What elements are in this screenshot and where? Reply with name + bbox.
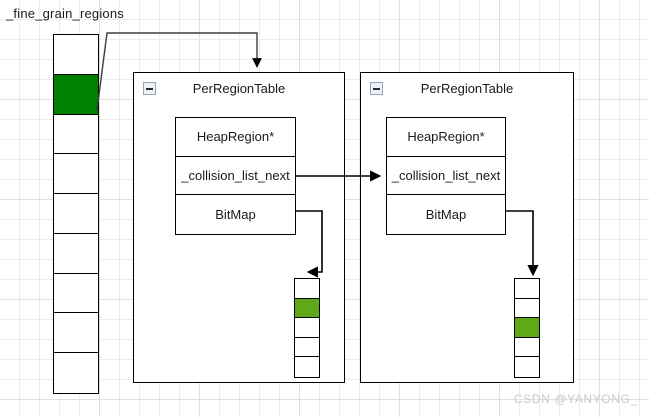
bitmap-1-cell-0 — [295, 279, 319, 299]
per-region-table-2-field-2: BitMap — [387, 195, 505, 234]
per-region-table-1-field-2: BitMap — [176, 195, 295, 234]
region-array-cell-4 — [54, 194, 98, 234]
per-region-table-1-field-0: HeapRegion* — [176, 118, 295, 157]
bitmap-1-cell-2 — [295, 318, 319, 338]
minus-icon[interactable] — [370, 82, 383, 95]
bitmap-1-cell-1 — [295, 298, 319, 319]
array-caption-label: _fine_grain_regions — [6, 6, 124, 21]
region-array-cell-6 — [54, 273, 98, 314]
watermark-label: CSDN @YANYONG_ — [514, 392, 638, 406]
bitmap-2-cell-2 — [515, 318, 539, 338]
per-region-table-2-title: PerRegionTable — [420, 81, 514, 96]
bitmap-2-cell-0 — [515, 279, 539, 299]
per-region-table-1-field-1: _collision_list_next — [176, 156, 295, 196]
region-array-cell-7 — [54, 313, 98, 354]
per-region-table-2-field-1: _collision_list_next — [387, 156, 505, 196]
region-array-cell-5 — [54, 233, 98, 274]
bitmap-column-2 — [514, 278, 540, 378]
bitmap-1-cell-3 — [295, 337, 319, 358]
region-array-cell-0 — [54, 35, 98, 75]
region-array-cell-1 — [54, 74, 98, 115]
bitmap-1-cell-4 — [295, 357, 319, 377]
region-array-cell-2 — [54, 114, 98, 155]
bitmap-2-cell-4 — [515, 357, 539, 377]
bitmap-2-cell-3 — [515, 337, 539, 358]
region-array-cell-8 — [54, 353, 98, 393]
per-region-table-1-title: PerRegionTable — [192, 81, 286, 96]
bitmap-2-cell-1 — [515, 298, 539, 319]
region-array-cell-3 — [54, 154, 98, 195]
per-region-table-2-field-0: HeapRegion* — [387, 118, 505, 157]
bitmap-column-1 — [294, 278, 320, 378]
region-array-column — [53, 34, 99, 394]
